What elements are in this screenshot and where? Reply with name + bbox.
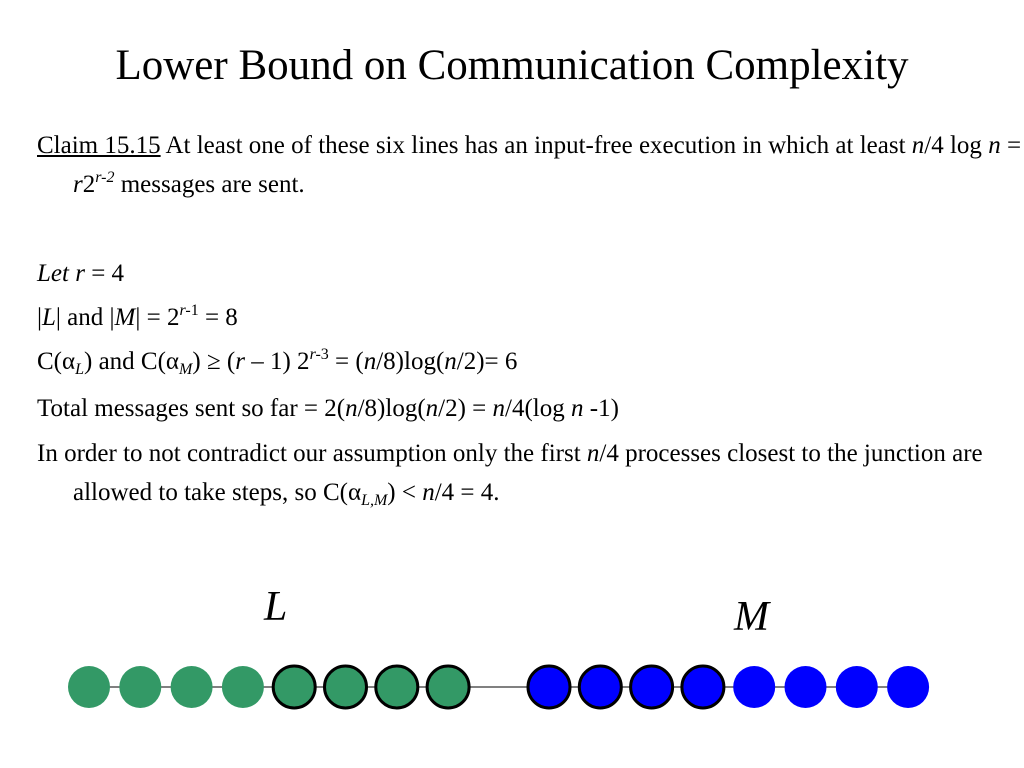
claim-text-3: = bbox=[1000, 132, 1022, 159]
process-nodes bbox=[68, 664, 930, 710]
sizes-M: M bbox=[114, 304, 136, 331]
claim-exponent: r-2 bbox=[95, 169, 115, 186]
cost-b: ) and C(α bbox=[84, 348, 180, 375]
diagram-label-L: L bbox=[264, 584, 288, 630]
sizes-rest: = 8 bbox=[198, 304, 238, 331]
sizes-exp: r- bbox=[179, 302, 191, 319]
claim-text-5: messages are sent. bbox=[114, 171, 305, 198]
sizes-line: |L| and |M| = 2r-1 = 8 bbox=[37, 298, 987, 337]
L-process-node bbox=[374, 664, 420, 710]
M-process-node bbox=[680, 664, 726, 710]
claim-text-1: At least one of these six lines has an i… bbox=[160, 132, 912, 159]
total-n3: n bbox=[492, 395, 506, 422]
claim-paragraph: Claim 15.15 At least one of these six li… bbox=[37, 126, 1023, 204]
total-a: Total messages sent so far = 2( bbox=[37, 395, 346, 422]
sizes-bar-1: | bbox=[37, 304, 43, 331]
cost-e: = ( bbox=[328, 348, 364, 375]
cost-n2: n bbox=[444, 348, 457, 375]
total-n4: n bbox=[571, 395, 584, 422]
cost-sub-M: M bbox=[179, 361, 193, 378]
cost-d: – 1) 2 bbox=[244, 348, 310, 375]
M-process-node bbox=[733, 666, 776, 708]
total-b: /8)log( bbox=[357, 395, 426, 422]
order-d: /4 = 4. bbox=[434, 479, 500, 506]
claim-text-2: /4 log bbox=[924, 132, 989, 159]
cost-c: ) ≥ ( bbox=[192, 348, 236, 375]
let-rest: = 4 bbox=[84, 260, 125, 287]
L-process-node bbox=[68, 666, 110, 708]
claim-n1: n bbox=[911, 132, 925, 159]
let-line: Let r = 4 bbox=[37, 254, 987, 293]
total-c: /2) = bbox=[438, 395, 493, 422]
sizes-exp-2: 1 bbox=[190, 302, 199, 319]
claim-r: r bbox=[73, 171, 83, 198]
claim-label: Claim 15.15 bbox=[37, 132, 161, 159]
total-d: /4(log bbox=[505, 395, 571, 422]
L-process-node bbox=[170, 666, 213, 708]
cost-line: C(αL) and C(αM) ≥ (r – 1) 2r-3 = (n/8)lo… bbox=[37, 342, 987, 381]
process-line-diagram bbox=[68, 664, 930, 710]
L-process-node bbox=[221, 666, 264, 708]
L-process-node bbox=[323, 664, 368, 710]
total-n2: n bbox=[425, 395, 439, 422]
sizes-mid: | and | bbox=[55, 304, 115, 331]
cost-sub-L: L bbox=[75, 361, 85, 378]
total-n1: n bbox=[345, 395, 358, 422]
L-process-node bbox=[119, 666, 162, 708]
cost-exp-2: 3 bbox=[320, 346, 329, 363]
cost-f: /8)log( bbox=[376, 348, 445, 375]
order-n1: n bbox=[586, 440, 600, 467]
M-process-node bbox=[629, 664, 675, 710]
let-word: Let bbox=[37, 260, 69, 287]
M-process-node bbox=[526, 664, 572, 710]
M-process-node bbox=[835, 666, 878, 708]
order-n2: n bbox=[422, 479, 435, 506]
M-process-node bbox=[887, 666, 930, 708]
claim-n2: n bbox=[988, 132, 1001, 159]
cost-r: r bbox=[235, 348, 245, 375]
order-paragraph: In order to not contradict our assumptio… bbox=[37, 434, 1023, 512]
order-b: /4 processes closest to the junction are… bbox=[73, 440, 983, 506]
M-process-node bbox=[784, 666, 827, 708]
cost-a: C(α bbox=[37, 348, 76, 375]
claim-text-4: 2 bbox=[82, 171, 96, 198]
order-c: ) < bbox=[387, 479, 423, 506]
let-r: r bbox=[75, 260, 85, 287]
order-sub: L,M bbox=[361, 492, 388, 509]
cost-exp: r- bbox=[309, 346, 321, 363]
L-process-node bbox=[425, 664, 471, 710]
slide-title: Lower Bound on Communication Complexity bbox=[115, 42, 909, 89]
total-line: Total messages sent so far = 2(n/8)log(n… bbox=[37, 389, 987, 428]
total-e: -1) bbox=[583, 395, 619, 422]
M-process-node bbox=[577, 664, 623, 710]
order-a: In order to not contradict our assumptio… bbox=[37, 440, 587, 467]
diagram-label-M: M bbox=[734, 594, 769, 640]
cost-g: /2)= 6 bbox=[456, 348, 518, 375]
cost-n1: n bbox=[363, 348, 377, 375]
L-process-node bbox=[271, 664, 317, 710]
sizes-bar-2: | = 2 bbox=[135, 304, 180, 331]
sizes-L: L bbox=[42, 304, 56, 331]
